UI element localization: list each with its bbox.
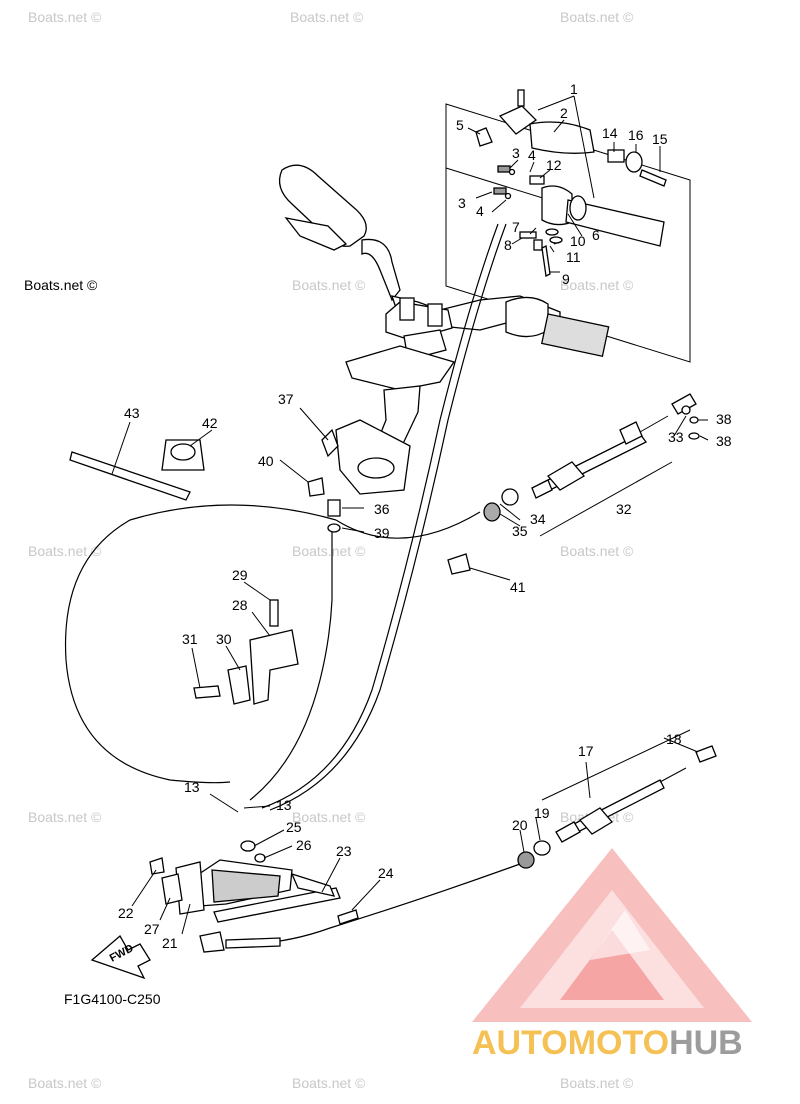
callout-40: 40 bbox=[258, 453, 274, 469]
callout-6: 6 bbox=[592, 227, 600, 243]
callout-11: 11 bbox=[566, 249, 581, 265]
watermarks: Boats.net © Boats.net © Boats.net © Boat… bbox=[24, 9, 634, 1091]
callout-22: 22 bbox=[118, 905, 134, 921]
callout-7: 7 bbox=[512, 219, 520, 235]
callout-18: 18 bbox=[666, 731, 682, 747]
callout-3: 3 bbox=[512, 145, 520, 161]
callout-12: 12 bbox=[546, 157, 562, 173]
lever-assembly bbox=[149, 840, 359, 953]
callout-39: 39 bbox=[374, 525, 390, 541]
leader-lines bbox=[111, 95, 709, 935]
callout-38: 38 bbox=[716, 411, 732, 427]
diagram-code: F1G4100-C250 bbox=[64, 991, 161, 1007]
callout-10: 10 bbox=[570, 233, 586, 249]
callout-36: 36 bbox=[374, 501, 390, 517]
callout-33: 33 bbox=[668, 429, 684, 445]
callout-labels: 1 2 3 4 5 3 4 12 14 16 15 7 6 10 11 8 9 … bbox=[118, 81, 732, 951]
callout-42: 42 bbox=[202, 415, 218, 431]
watermark: Boats.net © bbox=[290, 9, 364, 25]
callout-4: 4 bbox=[476, 203, 484, 219]
watermark: Boats.net © bbox=[28, 543, 102, 559]
callout-30: 30 bbox=[216, 631, 232, 647]
callout-31: 31 bbox=[182, 631, 198, 647]
callout-5: 5 bbox=[456, 117, 464, 133]
watermark: Boats.net © bbox=[560, 543, 634, 559]
callout-4: 4 bbox=[528, 147, 536, 163]
watermark: Boats.net © bbox=[24, 277, 98, 293]
callout-2: 2 bbox=[560, 105, 568, 121]
clip-parts bbox=[69, 439, 471, 575]
callout-16: 16 bbox=[628, 127, 644, 143]
throttle-grip-parts bbox=[475, 89, 667, 277]
callout-28: 28 bbox=[232, 597, 248, 613]
cables bbox=[64, 223, 521, 945]
fitting-parts bbox=[307, 428, 341, 533]
watermark: Boats.net © bbox=[560, 9, 634, 25]
steering-handle bbox=[278, 164, 610, 495]
callout-35: 35 bbox=[512, 523, 528, 539]
watermark: Boats.net © bbox=[560, 1075, 634, 1091]
callout-8: 8 bbox=[504, 237, 512, 253]
cable-32-parts bbox=[483, 393, 700, 537]
watermark: Boats.net © bbox=[28, 1075, 102, 1091]
callout-19: 19 bbox=[534, 805, 550, 821]
automotohub-logo: AUTOMOTOHUB bbox=[472, 848, 752, 1062]
watermark: Boats.net © bbox=[292, 809, 366, 825]
callout-34: 34 bbox=[530, 511, 546, 527]
cable-17-parts bbox=[517, 729, 717, 869]
callout-21: 21 bbox=[162, 935, 178, 951]
callout-32: 32 bbox=[616, 501, 632, 517]
watermark: Boats.net © bbox=[28, 809, 102, 825]
callout-25: 25 bbox=[286, 819, 302, 835]
callout-43: 43 bbox=[124, 405, 140, 421]
callout-24: 24 bbox=[378, 865, 394, 881]
callout-38: 38 bbox=[716, 433, 732, 449]
callout-9: 9 bbox=[562, 271, 570, 287]
callout-3: 3 bbox=[458, 195, 466, 211]
callout-20: 20 bbox=[512, 817, 528, 833]
watermark: Boats.net © bbox=[28, 9, 102, 25]
callout-17: 17 bbox=[578, 743, 594, 759]
callout-41: 41 bbox=[510, 579, 526, 595]
bracket-parts bbox=[193, 599, 299, 705]
watermark: Boats.net © bbox=[292, 543, 366, 559]
fwd-arrow: FWD bbox=[90, 934, 151, 980]
watermark: Boats.net © bbox=[292, 1075, 366, 1091]
watermark: Boats.net © bbox=[560, 277, 634, 293]
callout-15: 15 bbox=[652, 131, 668, 147]
logo-text: AUTOMOTOHUB bbox=[472, 1024, 743, 1062]
callout-37: 37 bbox=[278, 391, 294, 407]
callout-29: 29 bbox=[232, 567, 248, 583]
watermark: Boats.net © bbox=[292, 277, 366, 293]
callout-23: 23 bbox=[336, 843, 352, 859]
callout-14: 14 bbox=[602, 125, 618, 141]
callout-13: 13 bbox=[184, 779, 200, 795]
callout-26: 26 bbox=[296, 837, 312, 853]
callout-13: 13 bbox=[276, 797, 292, 813]
callout-1: 1 bbox=[570, 81, 578, 97]
callout-27: 27 bbox=[144, 921, 160, 937]
